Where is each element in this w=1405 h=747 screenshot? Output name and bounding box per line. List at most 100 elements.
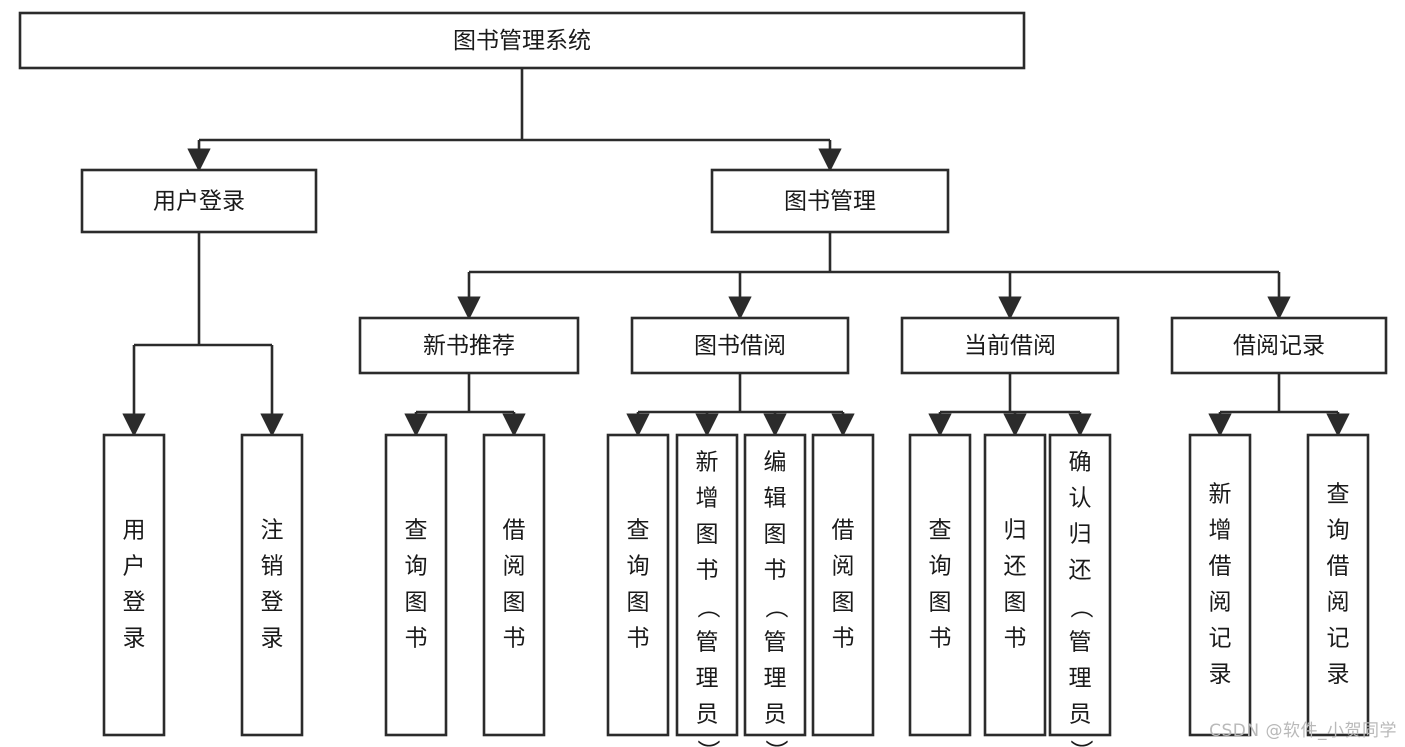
svg-text:理: 理 [696,666,719,692]
svg-text:）: ） [763,740,789,747]
svg-text:销: 销 [261,554,284,580]
svg-text:图: 图 [1004,590,1027,616]
svg-text:编: 编 [764,450,787,476]
root-node-图书管理系统-label: 图书管理系统 [453,28,591,54]
svg-text:归: 归 [1069,522,1092,548]
leaf-node-5-新增图书管理员-rect[interactable] [675,433,739,737]
svg-text:录: 录 [1327,662,1350,688]
leaf-node-4-查询图书-rect[interactable] [606,433,670,737]
connector-layer [122,68,1350,437]
svg-text:（: （ [695,596,721,619]
svg-text:用: 用 [123,518,146,544]
svg-text:询: 询 [1327,518,1350,544]
leaf-node-0-用户登录[interactable]: 用户登录 [102,433,166,737]
level3-node-0-新书推荐-label: 新书推荐 [423,333,515,359]
svg-text:借: 借 [1327,554,1350,580]
svg-text:增: 增 [696,486,719,512]
leaf-node-6-编辑图书管理员-rect[interactable] [743,433,807,737]
leaf-node-8-查询图书-rect[interactable] [908,433,972,737]
leaf-node-2-查询图书-rect[interactable] [384,433,448,737]
svg-text:员: 员 [1069,702,1092,728]
svg-text:）: ） [695,740,721,747]
leaf-node-7-借阅图书-rect[interactable] [811,433,875,737]
leaf-node-3-借阅图书-rect[interactable] [482,433,546,737]
level3-node-1-图书借阅[interactable]: 图书借阅 [630,316,850,375]
level3-node-1-图书借阅-rect[interactable] [630,316,850,375]
level2-node-0-用户登录-label: 用户登录 [153,189,245,215]
svg-text:理: 理 [764,666,787,692]
leaf-node-1-注销登录-rect[interactable] [240,433,304,737]
level2-node-1-图书管理[interactable]: 图书管理 [710,168,950,234]
svg-text:记: 记 [1327,626,1350,652]
svg-text:增: 增 [1209,518,1232,544]
svg-text:查: 查 [1327,482,1350,508]
svg-text:查: 查 [627,518,650,544]
svg-text:图: 图 [627,590,650,616]
svg-text:阅: 阅 [1209,590,1232,616]
root-node-图书管理系统-rect[interactable] [18,11,1026,70]
svg-text:书: 书 [764,558,787,584]
leaf-node-0-用户登录-label: 用户登录 [123,518,146,652]
level3-node-2-当前借阅-rect[interactable] [900,316,1120,375]
svg-text:管: 管 [1069,630,1092,656]
level3-node-3-借阅记录-label: 借阅记录 [1233,333,1325,359]
svg-text:图: 图 [764,522,787,548]
svg-text:书: 书 [627,626,650,652]
svg-text:认: 认 [1069,486,1092,512]
leaf-node-0-用户登录-rect[interactable] [102,433,166,737]
svg-text:员: 员 [764,702,787,728]
leaf-node-10-确认归还管理员-rect[interactable] [1048,433,1112,737]
svg-text:书: 书 [503,626,526,652]
svg-text:新: 新 [696,450,719,476]
level3-node-0-新书推荐-rect[interactable] [358,316,580,375]
svg-text:书: 书 [832,626,855,652]
svg-text:阅: 阅 [1327,590,1350,616]
level2-node-0-用户登录-rect[interactable] [80,168,318,234]
leaf-node-12-查询借阅记录-rect[interactable] [1306,433,1370,737]
svg-text:登: 登 [123,590,146,616]
level2-node-1-图书管理-rect[interactable] [710,168,950,234]
level3-node-3-借阅记录-rect[interactable] [1170,316,1388,375]
leaf-node-11-新增借阅记录-rect[interactable] [1188,433,1252,737]
svg-text:书: 书 [929,626,952,652]
svg-text:图: 图 [503,590,526,616]
root-node-图书管理系统[interactable]: 图书管理系统 [18,11,1026,70]
svg-text:阅: 阅 [503,554,526,580]
level2-node-1-图书管理-label: 图书管理 [784,189,876,215]
svg-text:归: 归 [1004,518,1027,544]
level2-node-0-用户登录[interactable]: 用户登录 [80,168,318,234]
level3-node-0-新书推荐[interactable]: 新书推荐 [358,316,580,375]
svg-text:登: 登 [261,590,284,616]
level3-node-3-借阅记录[interactable]: 借阅记录 [1170,316,1388,375]
svg-text:辑: 辑 [764,486,787,512]
svg-text:查: 查 [405,518,428,544]
svg-text:询: 询 [929,554,952,580]
svg-text:还: 还 [1004,554,1027,580]
leaf-node-9-归还图书-rect[interactable] [983,433,1047,737]
svg-text:借: 借 [1209,554,1232,580]
level3-node-2-当前借阅[interactable]: 当前借阅 [900,316,1120,375]
svg-text:查: 查 [929,518,952,544]
svg-text:阅: 阅 [832,554,855,580]
svg-text:图: 图 [696,522,719,548]
